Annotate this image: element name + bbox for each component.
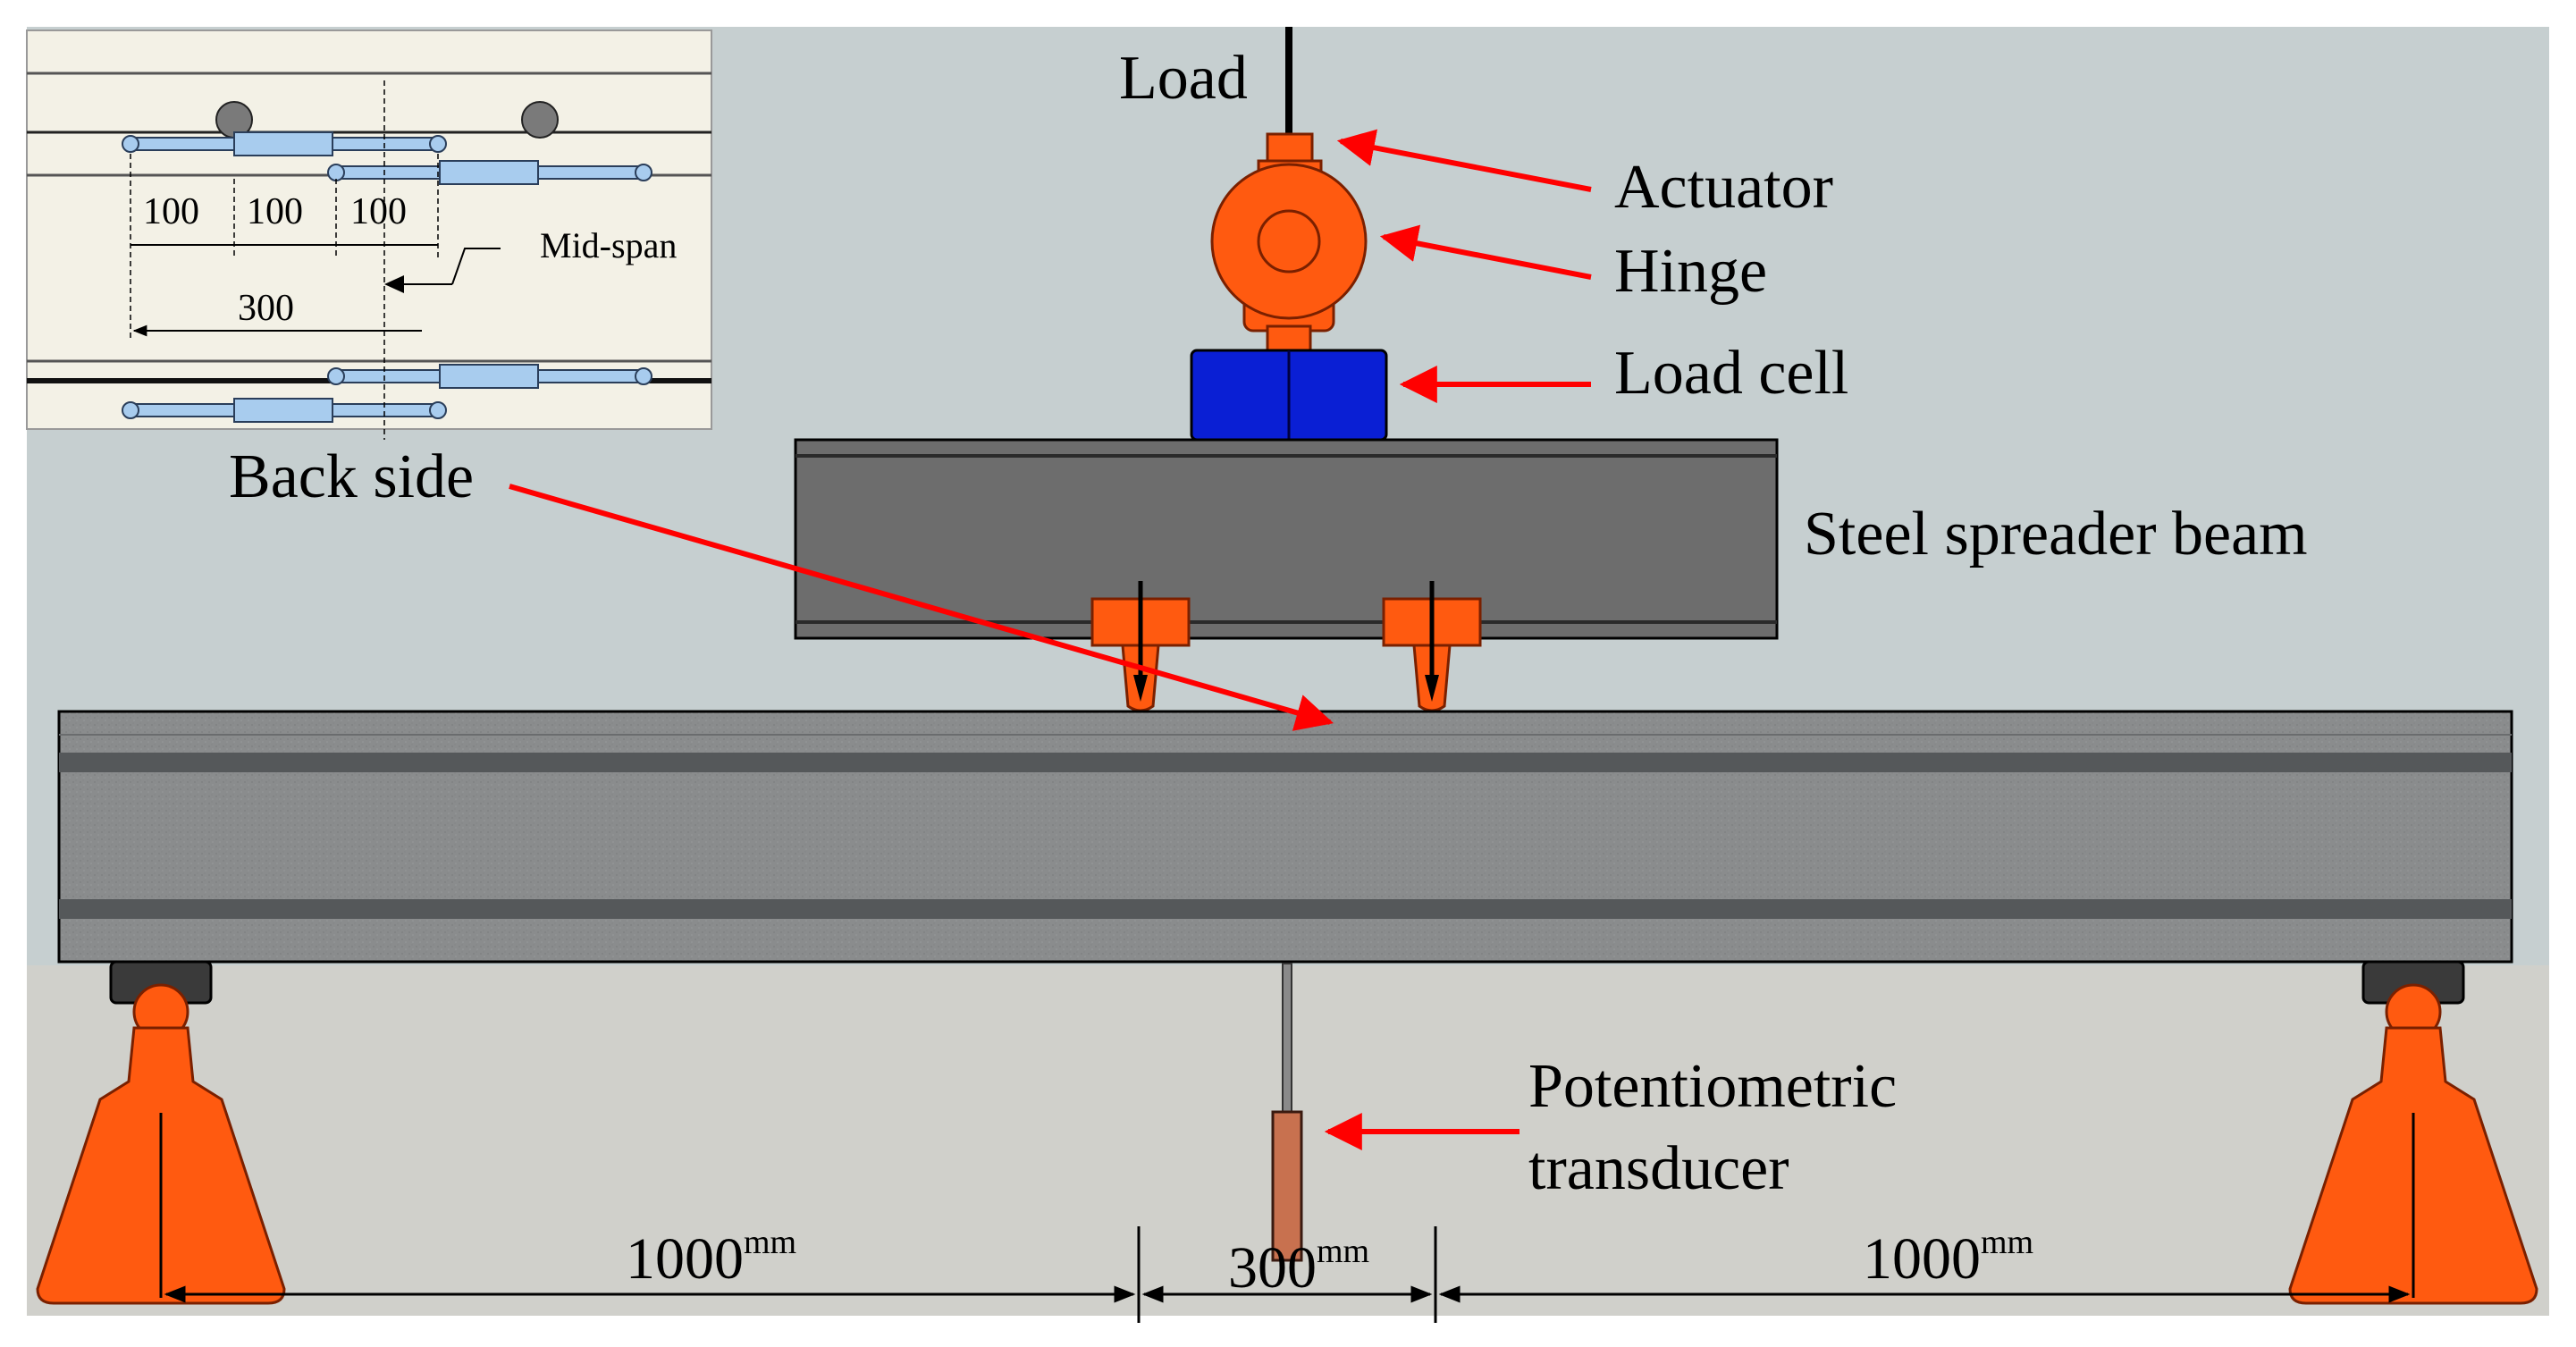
callout-arrows xyxy=(509,129,1592,1150)
inset-mid-span-label: Mid-span xyxy=(540,225,677,265)
inset-dim-total: 300 xyxy=(238,288,294,329)
inset-gauge-row2 xyxy=(327,160,652,185)
hinge xyxy=(1210,163,1368,353)
dim-left-value: 1000mm xyxy=(626,1224,796,1292)
inset-roller-right xyxy=(521,101,559,139)
label-steel-spreader-beam: Steel spreader beam xyxy=(1804,500,2308,568)
loading-point-right xyxy=(1382,581,1482,712)
inset-dim-a: 100 xyxy=(143,191,199,232)
label-load-cell: Load cell xyxy=(1614,339,1848,408)
inset-dim-c: 100 xyxy=(350,191,407,232)
dimension-lines xyxy=(159,1113,2415,1323)
potentiometric-transducer xyxy=(1271,963,1303,1262)
label-back-side: Back side xyxy=(229,442,474,511)
inset-gauge-row3 xyxy=(327,364,652,389)
inset-gauge-row1 xyxy=(122,131,447,156)
dim-right-value: 1000mm xyxy=(1863,1224,2033,1292)
label-potentiometric: Potentiometric xyxy=(1528,1052,1897,1121)
load-cell xyxy=(1190,349,1388,442)
label-load: Load xyxy=(1119,44,1248,113)
label-transducer: transducer xyxy=(1528,1134,1789,1203)
dim-middle-value: 300mm xyxy=(1228,1233,1369,1301)
label-actuator: Actuator xyxy=(1614,153,1833,222)
label-hinge: Hinge xyxy=(1614,237,1767,306)
inset-dim-b: 100 xyxy=(247,191,303,232)
concrete-beam xyxy=(57,710,2513,964)
inset-gauge-row4 xyxy=(122,398,447,423)
steel-spreader-beam xyxy=(794,438,1779,640)
inset-gauge-layout: 100 100 100 300 Mid-span xyxy=(26,29,712,440)
